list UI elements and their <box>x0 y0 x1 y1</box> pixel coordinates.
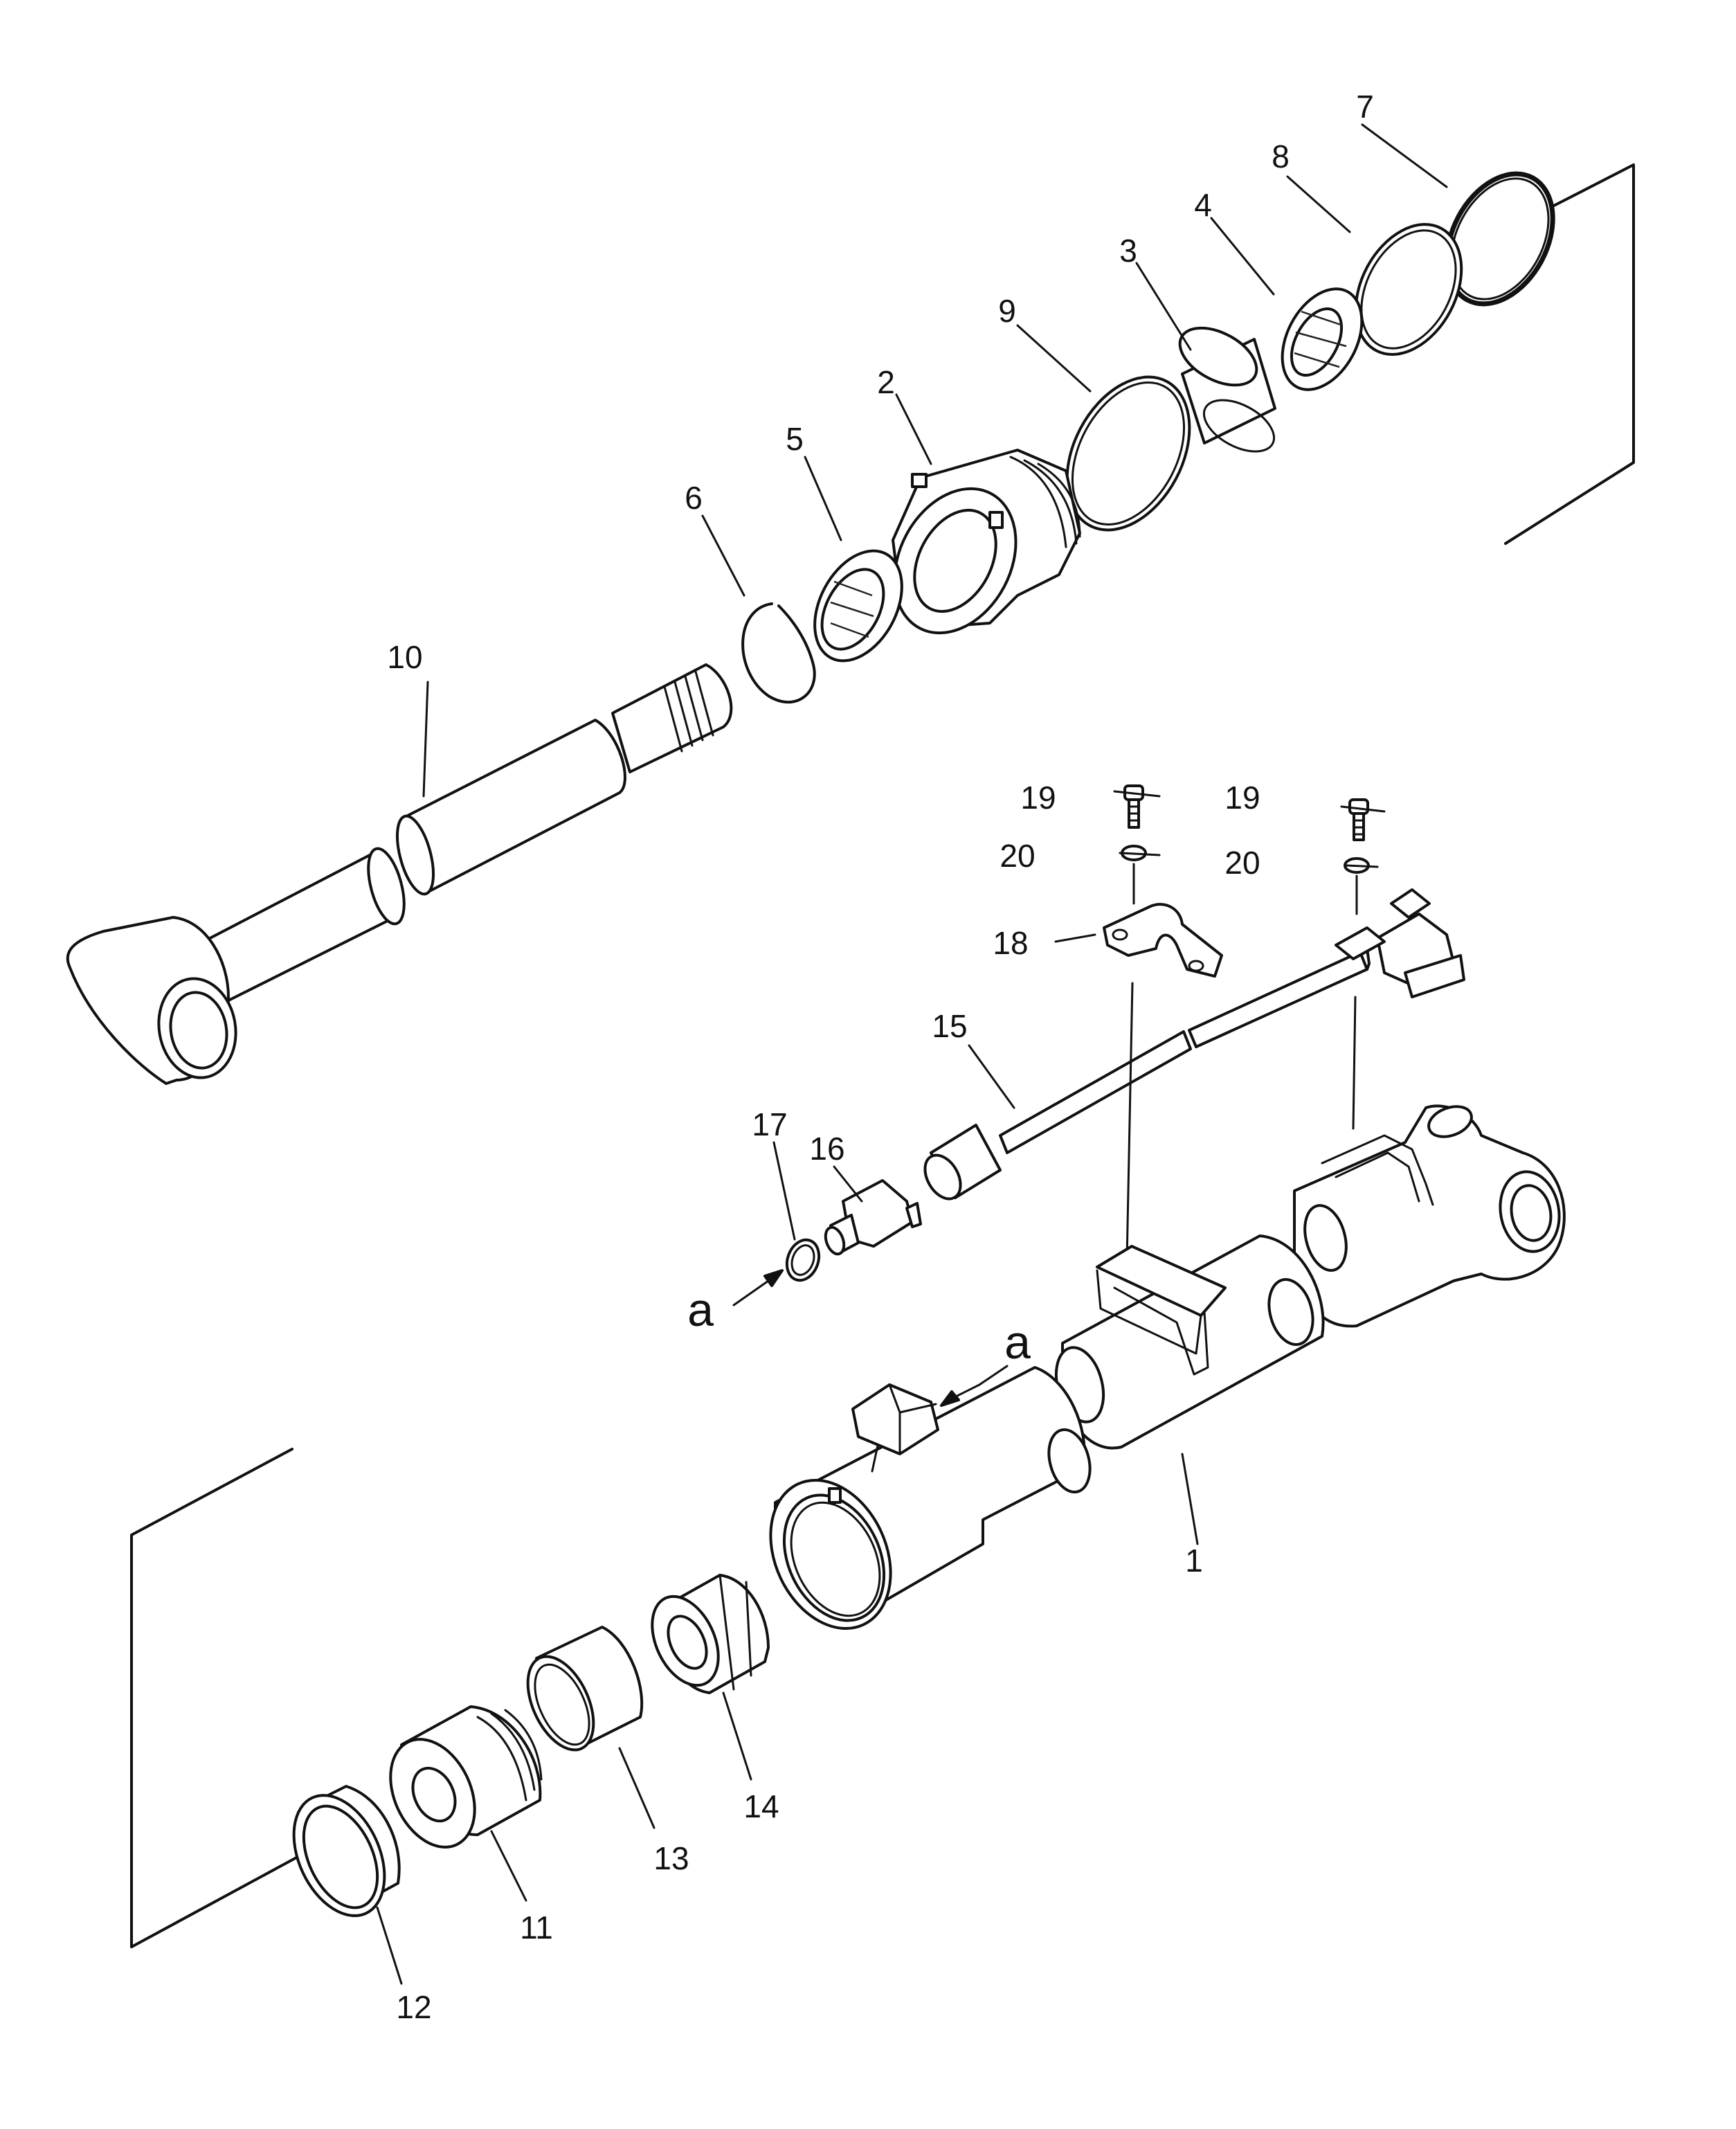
part-15-tube <box>923 888 1465 1201</box>
part-18-clamp <box>1103 903 1223 978</box>
callout-12: 12 <box>396 1989 431 2025</box>
callout-18: 18 <box>993 925 1028 961</box>
callout-8: 8 <box>1272 138 1290 174</box>
callout-1: 1 <box>1185 1543 1203 1579</box>
lower-group-bracket <box>130 1448 299 1948</box>
part-9-o-ring <box>1065 375 1191 532</box>
part-2-cylinder-head <box>892 449 1081 635</box>
upper-group-bracket <box>1504 163 1635 545</box>
callout-4: 4 <box>1194 187 1212 223</box>
part-8-ring <box>1354 223 1463 356</box>
callout-9: 9 <box>998 293 1016 329</box>
guide-line <box>1125 982 1134 1261</box>
callout-17: 17 <box>752 1106 787 1142</box>
guide-line <box>1352 996 1357 1130</box>
callout-labels: 1 2 3 4 5 6 7 8 9 10 11 12 13 14 15 16 1… <box>387 89 1373 2025</box>
part-10-piston-rod <box>66 663 733 1085</box>
callout-15: 15 <box>932 1008 967 1044</box>
callout-19-left: 19 <box>1020 780 1056 816</box>
callout-10: 10 <box>387 639 422 675</box>
callout-19-right: 19 <box>1224 780 1260 816</box>
part-13-wear-ring <box>526 1626 644 1752</box>
callout-7: 7 <box>1356 89 1374 125</box>
part-4-seal <box>1281 287 1364 391</box>
part-1-cylinder <box>769 1104 1566 1630</box>
callout-5: 5 <box>786 421 804 457</box>
part-7-o-ring <box>1445 171 1555 307</box>
part-11-piston <box>389 1705 543 1849</box>
part-6-snap-ring <box>741 602 816 704</box>
callout-6: 6 <box>685 480 703 516</box>
callout-20-right: 20 <box>1224 845 1260 881</box>
part-16-fitting <box>824 1179 922 1256</box>
part-14-nut <box>651 1574 770 1694</box>
leader-lines <box>376 123 1448 1985</box>
callout-3: 3 <box>1119 233 1137 269</box>
view-mark-a-right: a <box>1004 1316 1031 1369</box>
callout-2: 2 <box>877 364 895 400</box>
view-mark-a-left: a <box>687 1284 714 1336</box>
part-5-bearing <box>813 549 903 663</box>
callout-16: 16 <box>809 1131 844 1167</box>
part-17-o-ring <box>785 1238 821 1282</box>
part-3-bushing <box>1178 326 1276 453</box>
part-12-ring <box>292 1785 401 1917</box>
callout-11: 11 <box>520 1910 553 1946</box>
callout-20-left: 20 <box>1000 838 1035 874</box>
part-19-bolt-right <box>1348 798 1369 841</box>
callout-14: 14 <box>743 1788 779 1824</box>
callout-13: 13 <box>653 1840 689 1876</box>
